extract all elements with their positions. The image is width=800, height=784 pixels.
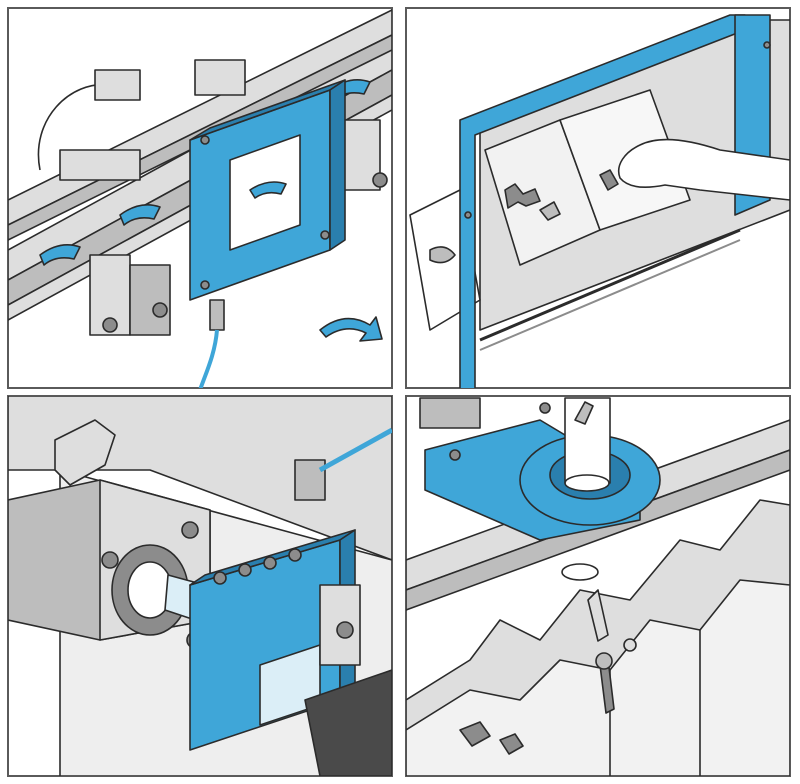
tube-icon [561, 397, 611, 581]
frame-sensor-icon [189, 529, 356, 751]
hand-icon [618, 138, 790, 201]
frame-sensor-icon [189, 79, 346, 388]
panel-2 [405, 7, 791, 389]
panel-3 [7, 395, 393, 777]
panel-1 [7, 7, 393, 389]
screw-icon [587, 589, 637, 714]
panel-4 [405, 395, 791, 777]
cylinder-icon [8, 479, 261, 649]
cable-icon [294, 427, 392, 501]
flow-arrow-icon [319, 316, 383, 342]
elbow-fitting-icon [54, 419, 116, 486]
